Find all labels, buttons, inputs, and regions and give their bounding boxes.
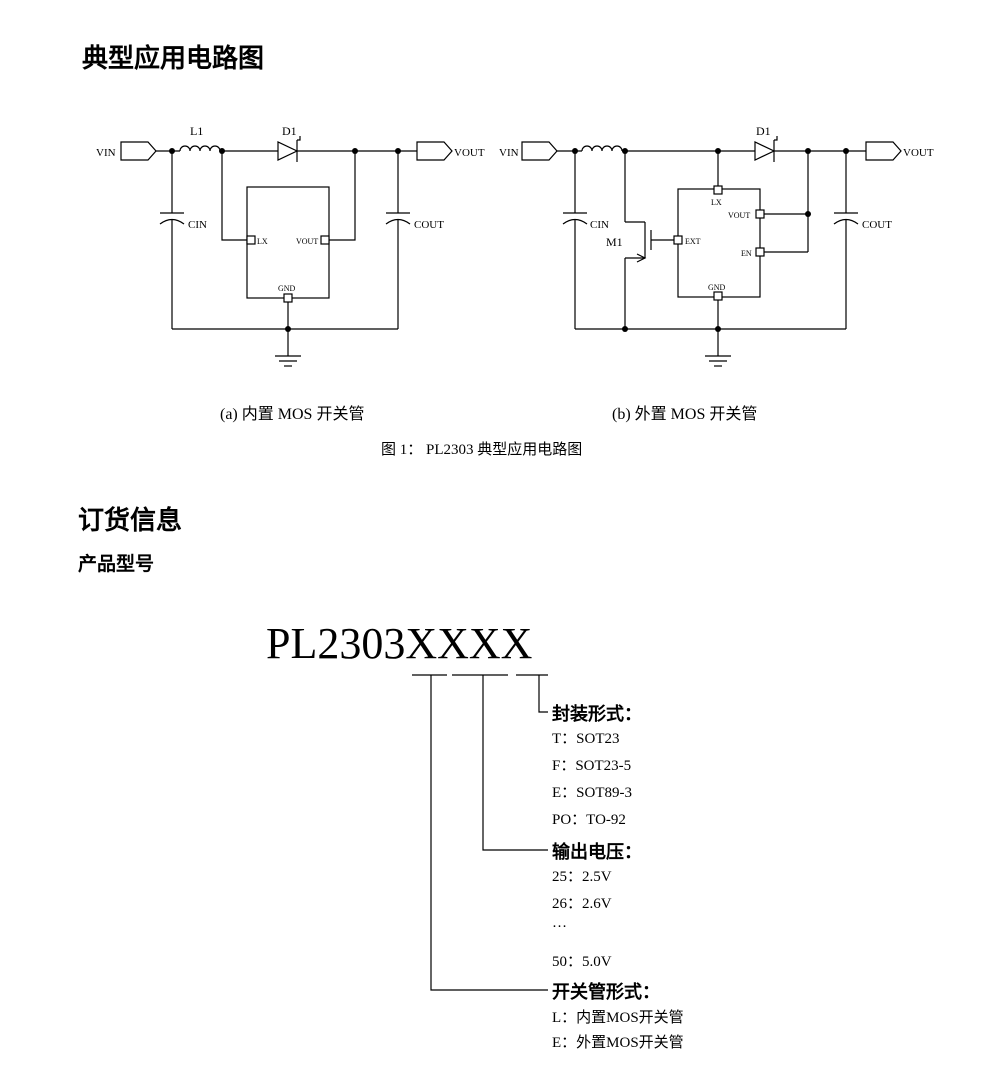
inductor-label-a: L1 xyxy=(190,124,203,138)
part-number-base: PL2303 xyxy=(266,619,406,668)
vout-terminal-b xyxy=(865,141,902,161)
option-package-f: F：SOT23-5 xyxy=(552,758,632,774)
figure-caption: 图 1： PL2303 典型应用电路图 xyxy=(381,442,583,458)
cout-label-a: COUT xyxy=(414,219,444,231)
diode-a xyxy=(277,141,299,161)
vout-label-b: VOUT xyxy=(903,147,934,159)
pin-ext-b: EXT xyxy=(685,237,701,246)
section-title-ordering: 订货信息 xyxy=(78,506,183,536)
cout-label-b: COUT xyxy=(862,219,892,231)
circuit-diagrams: VIN L1 D1 VOUT CIN COUT LX VOUT GND VIN … xyxy=(96,124,934,367)
cin-label-a: CIN xyxy=(188,219,207,231)
section-subtitle-model: 产品型号 xyxy=(78,553,155,575)
section-title-circuit: 典型应用电路图 xyxy=(82,44,265,74)
pin-gnd-b: GND xyxy=(708,283,726,292)
option-switch-l: L：内置MOS开关管 xyxy=(552,1010,684,1026)
vout-terminal-a xyxy=(416,141,453,161)
option-package-po: PO：TO-92 xyxy=(552,812,626,828)
diode-label-a: D1 xyxy=(282,124,297,138)
group-title-voltage: 输出电压： xyxy=(552,842,642,863)
option-package-e: E：SOT89-3 xyxy=(552,785,632,801)
option-voltage-50: 50：5.0V xyxy=(552,954,612,970)
caption-b: (b) 外置 MOS 开关管 xyxy=(612,406,758,423)
diode-label-b: D1 xyxy=(756,124,771,138)
mosfet-label-b: M1 xyxy=(606,235,623,249)
group-title-switch: 开关管形式： xyxy=(552,982,660,1003)
vout-label-a: VOUT xyxy=(454,147,485,159)
diode-b xyxy=(754,141,776,161)
pin-en-b: EN xyxy=(741,249,752,258)
part-number-suffix: XXXX xyxy=(405,619,533,668)
inductor-a xyxy=(179,145,221,152)
part-number: PL2303XXXX xyxy=(266,618,532,669)
vin-label-a: VIN xyxy=(96,147,116,159)
pin-vout-a: VOUT xyxy=(296,237,318,246)
option-voltage-ellipsis: … xyxy=(552,915,567,931)
option-voltage-25: 25：2.5V xyxy=(552,869,612,885)
option-switch-e: E：外置MOS开关管 xyxy=(552,1035,684,1051)
pin-lx-a: LX xyxy=(257,237,268,246)
pin-lx-b: LX xyxy=(711,198,722,207)
caption-a: (a) 内置 MOS 开关管 xyxy=(220,406,365,423)
vin-label-b: VIN xyxy=(499,147,519,159)
vin-terminal-b xyxy=(521,141,558,161)
inductor-b xyxy=(581,145,623,152)
pin-vout-b: VOUT xyxy=(728,211,750,220)
option-voltage-26: 26：2.6V xyxy=(552,896,612,912)
cin-label-b: CIN xyxy=(590,219,609,231)
option-package-t: T：SOT23 xyxy=(552,731,620,747)
pin-gnd-a: GND xyxy=(278,284,296,293)
vin-terminal-a xyxy=(120,141,157,161)
group-title-package: 封装形式： xyxy=(552,704,642,725)
